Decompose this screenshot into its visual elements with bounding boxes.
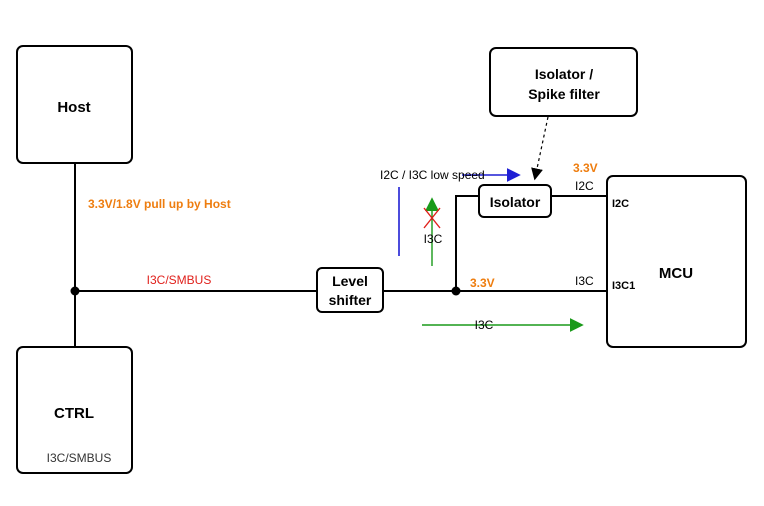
dashed-arrow xyxy=(531,116,549,181)
isolator-block xyxy=(478,184,552,218)
red-x-stroke-2 xyxy=(423,207,441,229)
junction-dot-right xyxy=(451,286,461,296)
ctrl-label: CTRL xyxy=(54,405,94,422)
ctrl-block xyxy=(16,346,133,474)
host-label: Host xyxy=(57,99,90,116)
pullup-label: 3.3V/1.8V pull up by Host xyxy=(88,197,231,211)
i3c-flow-label: I3C xyxy=(475,318,494,332)
bus-i3c-smbus-label: I3C/SMBUS xyxy=(147,273,212,287)
i2c-i3c-low-speed-label: I2C / I3C low speed xyxy=(380,168,485,182)
isolator-spike-filter-block xyxy=(489,47,638,117)
mcu-i3c1-pin-label: I3C1 xyxy=(612,280,635,292)
level-shifter-label-2: shifter xyxy=(329,292,372,308)
mcu-i2c-pin-label: I2C xyxy=(612,198,629,210)
host-block xyxy=(16,45,133,164)
isolator-label: Isolator xyxy=(490,194,541,210)
isolator-spike-label-1: Isolator / xyxy=(535,66,593,82)
level-shifter-label-1: Level xyxy=(332,273,368,289)
ctrl-sub-label: I3C/SMBUS xyxy=(47,451,112,465)
mcu-3v3-label: 3.3V xyxy=(573,161,598,175)
i2c-wire-label: I2C xyxy=(575,179,594,193)
mcu-block xyxy=(606,175,747,348)
mcu-label: MCU xyxy=(659,265,693,282)
isolator-branch-wire xyxy=(455,195,479,291)
bus-3v3-label: 3.3V xyxy=(470,276,495,290)
junction-dot-left xyxy=(70,286,80,296)
i3c-blocked-label: I3C xyxy=(424,232,443,246)
level-shifter-block xyxy=(316,267,384,313)
isolator-spike-label-2: Spike filter xyxy=(528,86,600,102)
i3c-wire-label: I3C xyxy=(575,274,594,288)
